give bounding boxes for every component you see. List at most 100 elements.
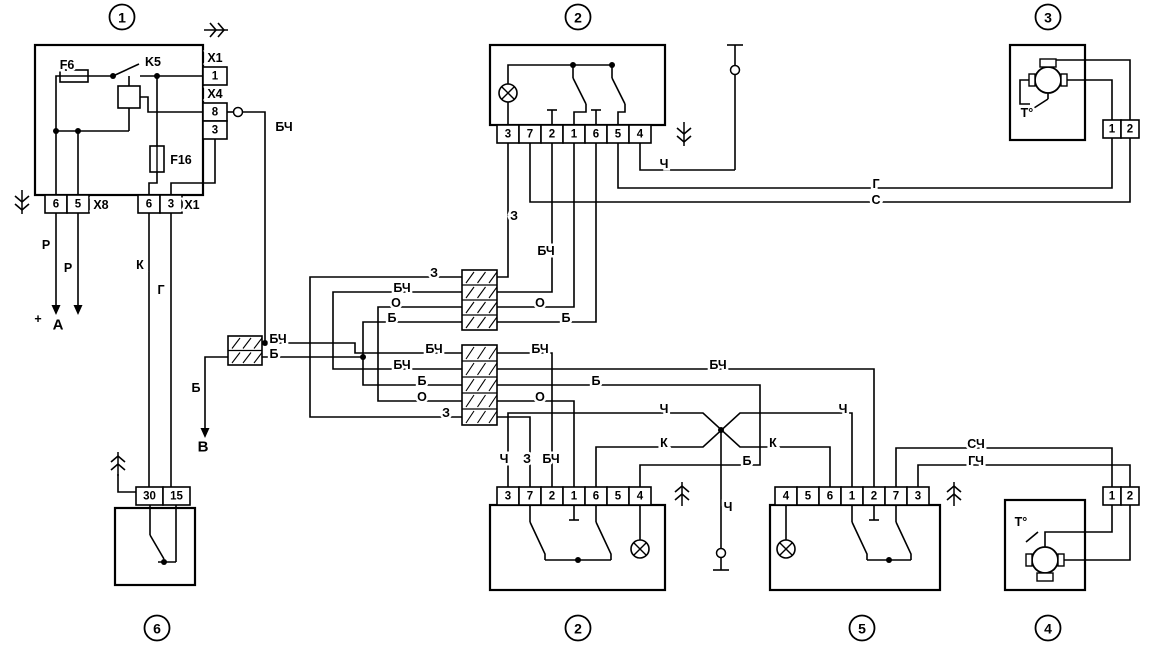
wire-label: Б bbox=[270, 347, 279, 361]
continuation-chevron-icon bbox=[946, 492, 962, 501]
motor-icon bbox=[1031, 546, 1059, 574]
pin-label: 2 bbox=[549, 491, 555, 503]
wire bbox=[497, 143, 575, 308]
pin-label: 1 bbox=[849, 491, 856, 503]
component-ref-number: 1 bbox=[118, 10, 126, 26]
continuation-chevron-icon bbox=[110, 462, 126, 471]
connector-block-hatch bbox=[477, 378, 486, 392]
wire bbox=[529, 521, 546, 560]
pin-label: 4 bbox=[637, 491, 644, 503]
wire-label: K5 bbox=[145, 55, 161, 69]
wire bbox=[497, 400, 575, 487]
junction-dot bbox=[161, 559, 167, 565]
wire-label: Ч bbox=[660, 157, 669, 171]
component-ref-circle bbox=[564, 3, 592, 31]
continuation-chevron-icon bbox=[676, 127, 692, 136]
wire bbox=[262, 342, 462, 354]
pin-label: 3 bbox=[505, 129, 511, 141]
pin-label: 30 bbox=[143, 491, 156, 503]
lamp-cross bbox=[501, 86, 515, 100]
connector-block-hatch bbox=[231, 352, 241, 364]
connector-block-hatch bbox=[477, 346, 486, 360]
wire bbox=[895, 521, 912, 560]
pin-label: 1 bbox=[571, 491, 578, 503]
wire-label: К bbox=[660, 436, 668, 450]
wire-label: Ч bbox=[500, 452, 509, 466]
connector-block-hatch bbox=[477, 301, 486, 314]
connector-block-hatch bbox=[465, 346, 475, 360]
wire-label: БЧ bbox=[393, 281, 410, 295]
wire-label: БЧ bbox=[275, 120, 292, 134]
wire bbox=[1019, 79, 1035, 105]
component-ref-circle bbox=[1034, 614, 1062, 642]
wire bbox=[529, 138, 1131, 203]
connector-circle-icon bbox=[729, 64, 741, 76]
pin-label: 5 bbox=[615, 491, 622, 503]
wire bbox=[851, 521, 868, 560]
connector-block-hatch bbox=[465, 286, 475, 299]
connector-block-hatch bbox=[465, 362, 475, 376]
wire-label: БЧ bbox=[425, 342, 442, 356]
pin-box bbox=[202, 120, 228, 140]
wire-label: Б bbox=[192, 381, 201, 395]
connector-block-hatch bbox=[488, 286, 498, 299]
pin-label: 5 bbox=[615, 129, 622, 141]
wire bbox=[1033, 98, 1049, 109]
wire-label: X4 bbox=[207, 87, 222, 101]
wire bbox=[573, 104, 587, 125]
connector-block-hatch bbox=[253, 337, 263, 349]
continuation-chevron-icon bbox=[14, 203, 30, 212]
junction-dot bbox=[886, 557, 892, 563]
wire-label: Ч bbox=[660, 402, 669, 416]
wire-label: В bbox=[198, 439, 209, 456]
relay-coil bbox=[117, 85, 141, 109]
motor-icon bbox=[1034, 66, 1062, 94]
wire-label: О bbox=[417, 390, 427, 404]
direction-arrow bbox=[204, 356, 228, 428]
wire bbox=[1025, 531, 1039, 543]
connector-block-hatch bbox=[488, 271, 498, 284]
pin-label: 2 bbox=[1127, 491, 1133, 503]
component-box-ignition-6 bbox=[113, 506, 197, 587]
wire-label: F16 bbox=[170, 153, 192, 167]
pin-label: 7 bbox=[527, 491, 533, 503]
connector-block-hatch bbox=[465, 301, 475, 314]
wire bbox=[140, 96, 203, 113]
pin-label: 6 bbox=[146, 199, 152, 211]
connector-block-hatch bbox=[231, 337, 241, 349]
wire-label: Ч bbox=[839, 402, 848, 416]
wire bbox=[497, 352, 553, 487]
pin-label: 7 bbox=[893, 491, 899, 503]
motor-terminal bbox=[1039, 58, 1057, 68]
wire-label: БЧ bbox=[709, 358, 726, 372]
component-ref-circle bbox=[848, 614, 876, 642]
motor-terminal bbox=[1036, 572, 1054, 582]
wire bbox=[895, 447, 1113, 487]
pin-label: 3 bbox=[168, 199, 174, 211]
connector-block-hatch bbox=[253, 352, 263, 364]
connector-block-hatch bbox=[488, 394, 498, 408]
wire-label: БЧ bbox=[537, 244, 554, 258]
component-ref-number: 6 bbox=[153, 621, 161, 637]
wire bbox=[497, 384, 761, 487]
junction-dot bbox=[718, 427, 724, 433]
wire-label: З bbox=[510, 209, 518, 223]
wire bbox=[639, 143, 735, 171]
wire-label: Б bbox=[418, 374, 427, 388]
pin-box bbox=[628, 124, 652, 144]
wire bbox=[497, 143, 553, 293]
wire-label: Г bbox=[872, 177, 879, 191]
wire bbox=[55, 75, 60, 195]
wire bbox=[1056, 59, 1131, 120]
connector-block bbox=[461, 344, 498, 426]
wire-label: З bbox=[523, 452, 531, 466]
wire bbox=[117, 474, 136, 493]
connector-block-hatch bbox=[242, 337, 252, 349]
junction-dot bbox=[262, 340, 268, 346]
wire bbox=[497, 368, 875, 487]
continuation-chevron-icon bbox=[946, 484, 962, 493]
connector-block-hatch bbox=[465, 394, 475, 408]
